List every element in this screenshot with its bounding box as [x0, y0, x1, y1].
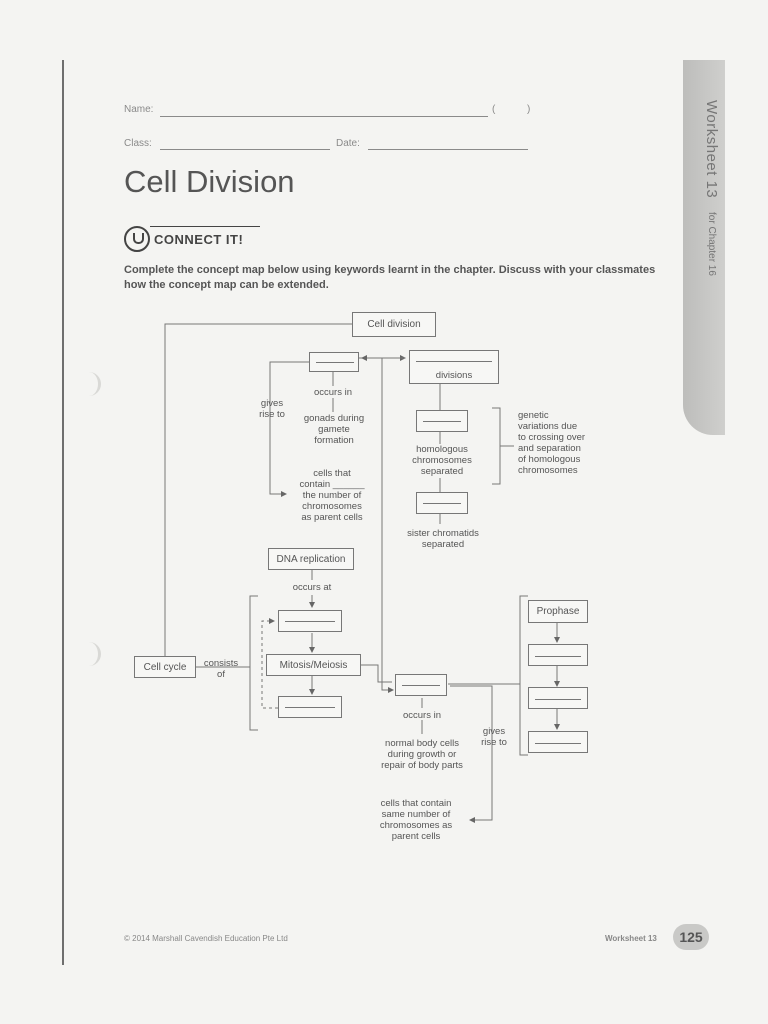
connect-it-label: CONNECT IT! — [154, 231, 244, 247]
occurs-in-label-meiosis: occurs in — [313, 387, 352, 398]
consists-of-label: consists of — [203, 658, 239, 680]
blank-box-meiosis-2[interactable] — [416, 492, 468, 514]
occurs-at-label: occurs at — [292, 582, 332, 593]
chapter-side-tab — [683, 60, 725, 435]
date-field[interactable] — [368, 149, 528, 150]
genetic-variations-label: genetic variations due to crossing over … — [518, 410, 586, 476]
blank-box-cytokinesis[interactable] — [278, 696, 342, 718]
register-bracket-close: ) — [527, 104, 531, 115]
cell-cycle-box: Cell cycle — [134, 656, 196, 678]
answer-blank[interactable] — [535, 699, 581, 700]
side-tab-label: Worksheet 13 for Chapter 16 — [690, 100, 720, 420]
page-title: Cell Division — [124, 164, 295, 199]
divisions-label: divisions — [435, 370, 473, 381]
mitosis-meiosis-label: Mitosis/Meiosis — [279, 659, 348, 671]
answer-blank[interactable] — [535, 743, 581, 744]
blank-box-anaphase[interactable] — [528, 687, 588, 709]
prophase-label: Prophase — [536, 606, 580, 617]
binder-hole-mark — [88, 372, 101, 396]
name-field[interactable] — [160, 116, 488, 117]
normal-body-cells-label: normal body cells during growth or repai… — [381, 738, 463, 771]
page-number-badge: 125 — [673, 924, 709, 950]
answer-blank[interactable] — [285, 707, 335, 708]
page-number: 125 — [679, 929, 703, 945]
answer-blank[interactable] — [423, 503, 461, 504]
answer-blank[interactable] — [402, 685, 440, 686]
mitosis-meiosis-box: Mitosis/Meiosis — [266, 654, 361, 676]
dna-replication-box: DNA replication — [268, 548, 354, 570]
answer-blank[interactable] — [423, 421, 461, 422]
blank-box-mitosis[interactable] — [395, 674, 447, 696]
side-tab-subtitle: for Chapter 16 — [706, 212, 717, 277]
gives-rise-to-label-mitosis: gives rise to — [481, 726, 507, 748]
name-label: Name: — [124, 104, 154, 115]
cell-cycle-label: Cell cycle — [143, 661, 187, 673]
connect-plug-icon — [124, 226, 150, 252]
homologous-label: homologous chromosomes separated — [412, 444, 472, 477]
class-label: Class: — [124, 138, 152, 149]
answer-blank[interactable] — [416, 361, 492, 362]
cells-same-number-label: cells that contain same number of chromo… — [379, 798, 453, 842]
blank-box-meiosis[interactable] — [309, 352, 359, 372]
blank-box-metaphase[interactable] — [528, 644, 588, 666]
binder-hole-mark — [88, 642, 101, 666]
divisions-box[interactable]: divisions — [409, 350, 499, 384]
dna-replication-label: DNA replication — [276, 553, 346, 565]
blank-box-meiosis-1[interactable] — [416, 410, 468, 432]
margin-rule — [62, 60, 64, 965]
side-tab-title: Worksheet 13 — [703, 100, 720, 199]
cells-that-contain-label: cells that contain ______ the number of … — [299, 468, 365, 523]
class-field[interactable] — [160, 149, 330, 150]
blank-box-telophase[interactable] — [528, 731, 588, 753]
copyright-footer: © 2014 Marshall Cavendish Education Pte … — [124, 934, 288, 943]
occurs-in-label-mitosis: occurs in — [402, 710, 441, 721]
cell-division-label: Cell division — [367, 319, 421, 330]
date-label: Date: — [336, 138, 360, 149]
prophase-box: Prophase — [528, 600, 588, 623]
cell-division-box: Cell division — [352, 312, 436, 337]
answer-blank[interactable] — [535, 656, 581, 657]
gives-rise-to-label-meiosis: gives rise to — [259, 398, 285, 420]
answer-blank[interactable] — [285, 621, 335, 622]
footer-worksheet-label: Worksheet 13 — [605, 934, 657, 943]
connect-rule — [150, 226, 260, 227]
gonads-label: gonads during gamete formation — [303, 413, 365, 446]
instructions-text: Complete the concept map below using key… — [124, 264, 656, 291]
answer-blank[interactable] — [316, 362, 354, 363]
blank-box-interphase[interactable] — [278, 610, 342, 632]
sister-chromatids-label: sister chromatids separated — [407, 528, 479, 550]
connect-it-heading: CONNECT IT! — [124, 226, 243, 252]
register-bracket-open: ( — [492, 104, 496, 115]
